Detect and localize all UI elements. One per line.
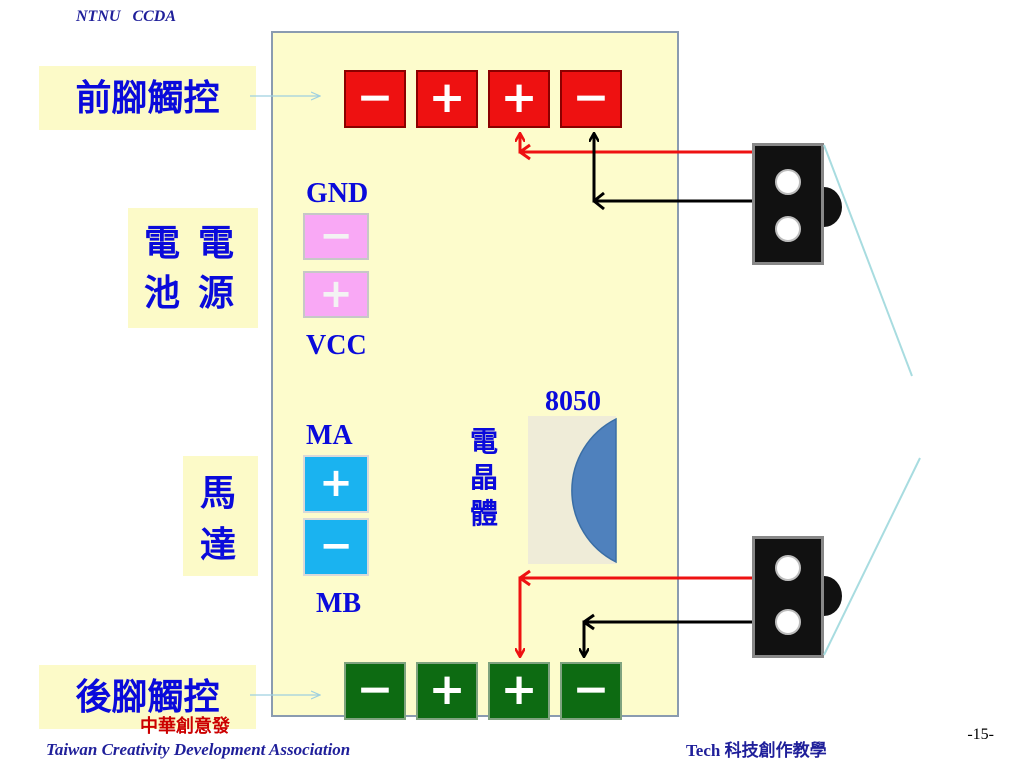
front-terminal: − <box>560 70 622 128</box>
front-switch-lever <box>824 187 842 227</box>
rear-touch-switch <box>752 536 824 658</box>
rear-terminal: + <box>416 662 478 720</box>
transistor-model: 8050 <box>545 386 601 417</box>
motor-label-char: 達 <box>200 524 237 566</box>
switch-hole <box>775 555 801 581</box>
motor-label-char: 馬 <box>200 472 237 514</box>
rear-black-wire-tick <box>583 620 595 631</box>
transistor-label-char: 體 <box>470 497 499 530</box>
rear-red-wire <box>520 576 752 656</box>
front-black-wire <box>594 134 752 203</box>
front-terminal: + <box>416 70 478 128</box>
switch-hole <box>775 609 801 635</box>
transistor-body <box>571 417 617 564</box>
rear-terminal: + <box>488 662 550 720</box>
front-touch-switch <box>752 143 824 265</box>
transistor-label-char: 晶 <box>470 461 499 494</box>
vcc-label: VCC <box>306 330 367 361</box>
ma-label: MA <box>306 420 353 451</box>
transistor-label-char: 電 <box>470 425 499 458</box>
motor-terminal: − <box>303 518 369 576</box>
switch-hole <box>775 169 801 195</box>
page-number: -15- <box>967 726 994 743</box>
rear-black-wire <box>584 620 752 656</box>
rear-terminal: − <box>560 662 622 720</box>
rear-red-wire-tick <box>519 576 531 587</box>
rear-red-wire-tick <box>519 569 531 580</box>
header-text: NTNU CCDA <box>76 8 177 25</box>
rear-switch-lever <box>824 576 842 616</box>
battery-label-char: 電 <box>144 222 181 264</box>
front-terminal: + <box>488 70 550 128</box>
front-red-wire-tick <box>519 150 531 161</box>
motor-label: 馬 達 <box>183 456 258 576</box>
rear-lever-line <box>823 457 921 656</box>
battery-power-label: 電 池 電 源 <box>128 208 258 328</box>
rear-touch-label: 後腳觸控 <box>39 665 256 729</box>
rear-terminal: − <box>344 662 406 720</box>
front-terminal: − <box>344 70 406 128</box>
front-black-wire-tick <box>593 191 605 203</box>
front-touch-label: 前腳觸控 <box>39 66 256 130</box>
mb-label: MB <box>316 588 362 619</box>
front-red-wire-tick <box>519 143 531 154</box>
rear-black-wire-tick <box>583 613 595 624</box>
transistor-label: 電 晶 體 <box>470 424 510 532</box>
gnd-label: GND <box>306 178 369 209</box>
battery-label-char: 源 <box>198 272 235 314</box>
footer-tech: Tech 科技創作教學 <box>686 741 827 760</box>
battery-label-char: 電 <box>198 222 235 264</box>
battery-terminal: − <box>303 213 369 260</box>
footer-obscured-text: 中華創意發 <box>140 716 230 737</box>
footer-association: Taiwan Creativity Development Associatio… <box>46 740 351 759</box>
front-black-wire-tick <box>593 199 605 211</box>
circuit-board <box>271 31 679 717</box>
motor-terminal: + <box>303 455 369 513</box>
switch-hole <box>775 216 801 242</box>
battery-terminal: + <box>303 271 369 318</box>
front-lever-line <box>823 144 913 377</box>
battery-label-char: 池 <box>144 272 181 314</box>
front-red-wire <box>520 134 752 154</box>
